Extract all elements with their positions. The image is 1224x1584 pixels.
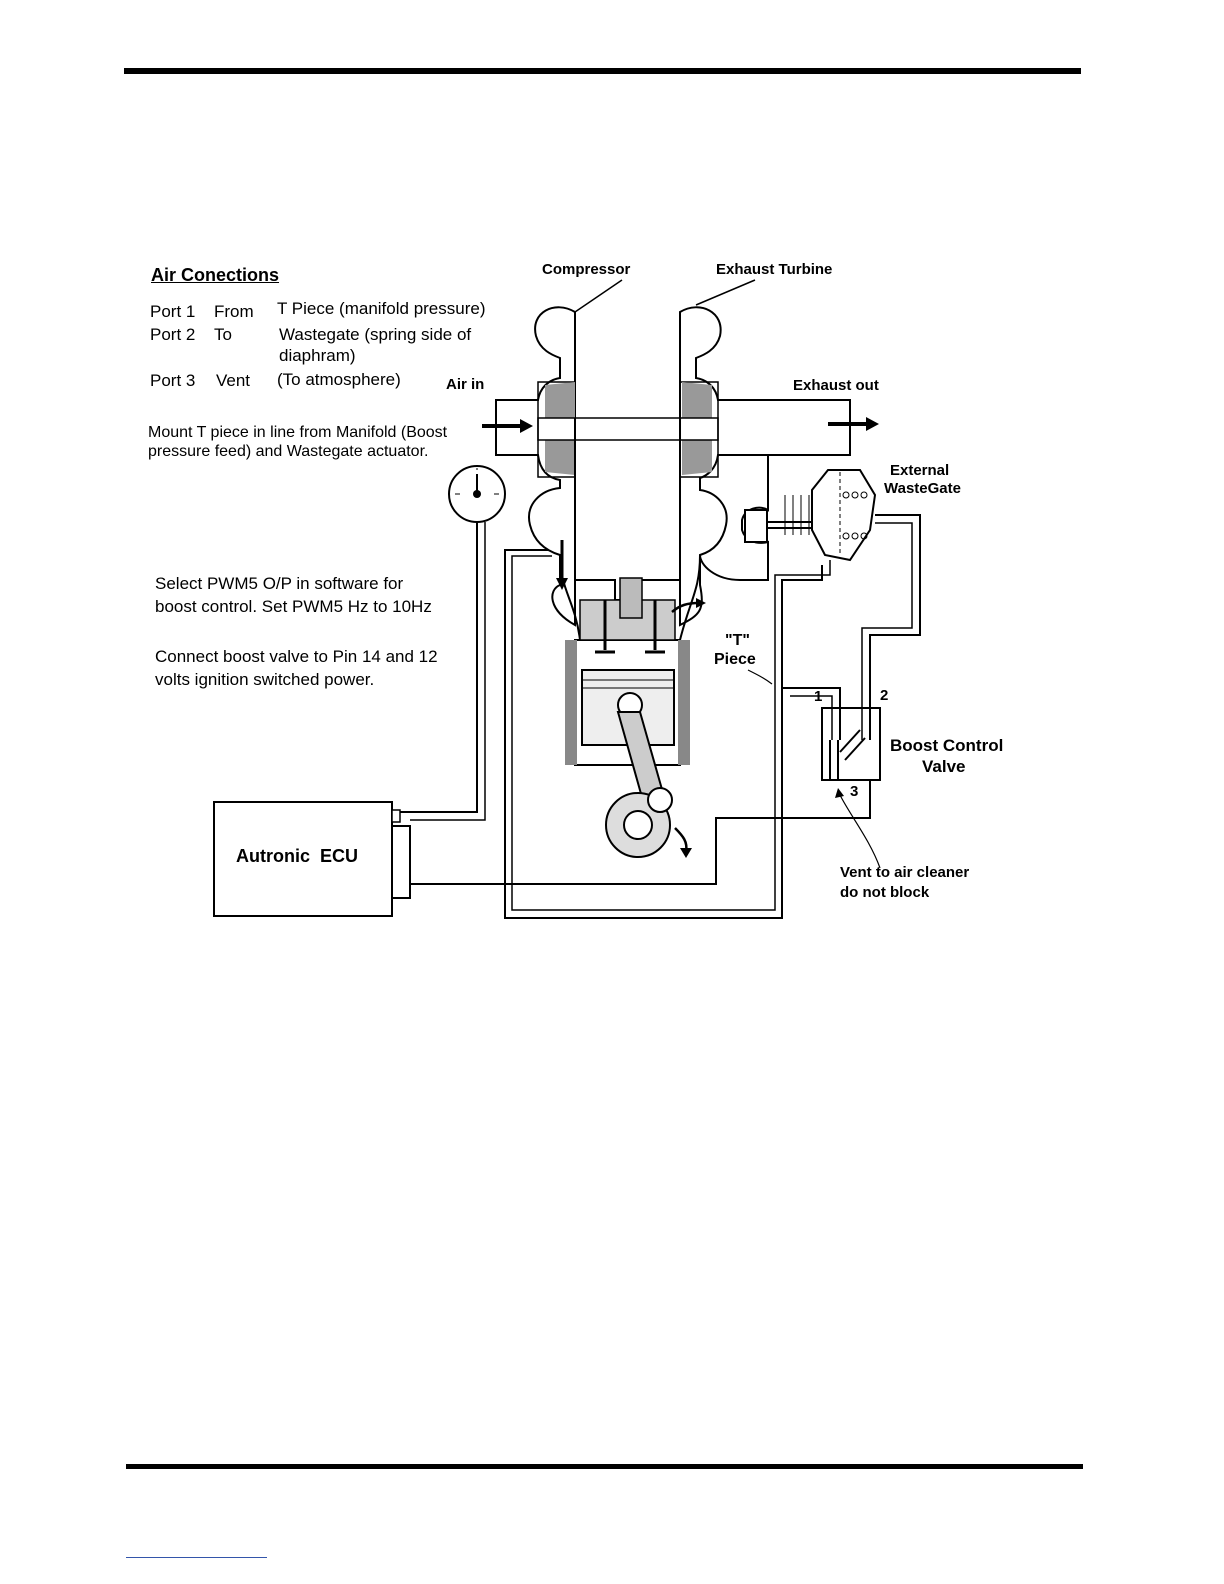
port-2-direction: To xyxy=(214,325,232,344)
bottom-rule xyxy=(126,1464,1083,1469)
external-wastegate xyxy=(699,455,877,581)
flow-arrows xyxy=(482,417,879,858)
external-wastegate-label-2: WasteGate xyxy=(884,480,961,497)
compressor-housing xyxy=(495,306,576,627)
boost-control-label-1: Boost Control xyxy=(890,736,1004,755)
spark-plug xyxy=(619,577,643,619)
port-3-description: (To atmosphere) xyxy=(277,370,401,389)
air-connections-heading: Air Conections xyxy=(151,265,280,285)
ecu-label: Autronic ECU xyxy=(236,846,359,866)
port-2-label: Port 2 xyxy=(150,325,196,344)
air-in-label: Air in xyxy=(446,376,485,393)
port-2-number: 2 xyxy=(880,687,889,704)
boost-control-valve xyxy=(821,707,881,781)
connecting-rod xyxy=(605,711,673,858)
boost-gauge xyxy=(448,465,506,523)
port-2-description-cont: diaphram) xyxy=(279,346,356,365)
port-1-description: T Piece (manifold pressure) xyxy=(277,299,486,318)
boost-control-label-2: Valve xyxy=(922,757,966,776)
t-piece-label-1: "T" xyxy=(725,632,750,649)
exhaust-out-label: Exhaust out xyxy=(793,377,879,394)
ecu-box xyxy=(213,801,411,917)
intake-plenum xyxy=(574,440,681,601)
turbo-shaft xyxy=(537,417,719,441)
t-piece-label-2: Piece xyxy=(714,651,756,668)
connect-note: Connect boost valve to Pin 14 and 12 vol… xyxy=(155,647,438,689)
footer-link-underline xyxy=(126,1557,267,1558)
exhaust-turbine-label: Exhaust Turbine xyxy=(716,261,833,278)
top-rule xyxy=(124,68,1081,74)
external-wastegate-label-1: External xyxy=(890,462,950,479)
port-3-number: 3 xyxy=(850,783,859,800)
port-3-label: Port 3 xyxy=(150,371,196,390)
port-1-direction: From xyxy=(214,302,254,321)
port-3-direction: Vent xyxy=(216,371,251,390)
turbine-housing xyxy=(679,306,851,627)
pwm-note: Select PWM5 O/P in software for boost co… xyxy=(155,574,432,616)
port-1-number: 1 xyxy=(814,688,823,705)
port-1-label: Port 1 xyxy=(150,302,196,321)
port-2-description: Wastegate (spring side of xyxy=(279,325,472,344)
mount-note: Mount T piece in line from Manifold (Boo… xyxy=(148,424,448,460)
vent-label-1: Vent to air cleaner xyxy=(840,864,970,881)
vent-label-2: do not block xyxy=(840,884,930,901)
connection-lines xyxy=(400,514,921,919)
compressor-label: Compressor xyxy=(542,261,631,278)
